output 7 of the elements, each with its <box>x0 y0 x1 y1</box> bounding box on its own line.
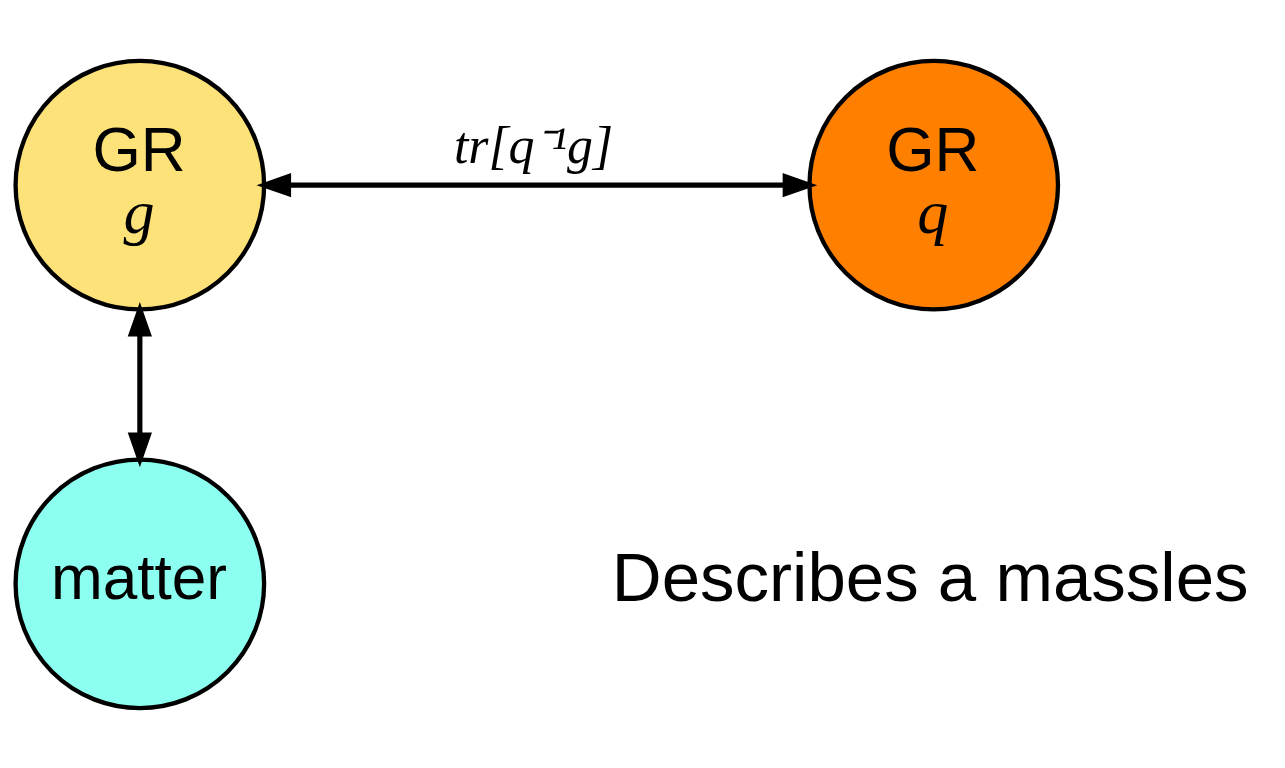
node-circle: GR g <box>13 58 267 312</box>
arrow <box>127 301 152 467</box>
label: Describes a massles <box>611 538 1249 616</box>
edge-label: tr[q⁻¹g] <box>453 116 614 174</box>
node-circle: matter <box>13 456 267 710</box>
node-circle: GR q <box>807 58 1061 312</box>
arrow <box>256 172 818 197</box>
